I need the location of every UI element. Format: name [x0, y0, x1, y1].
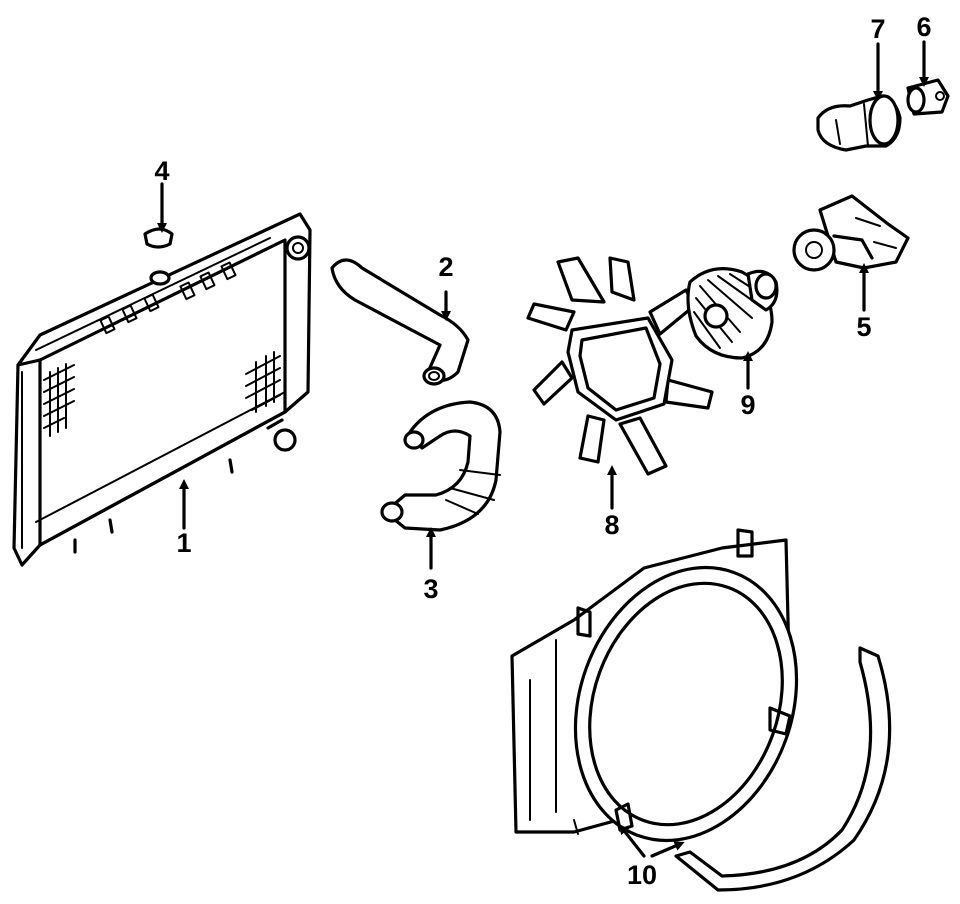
leader-lines: [157, 40, 929, 858]
water-pump: [792, 194, 910, 272]
radiator: [12, 212, 312, 567]
callout-9: 9: [740, 390, 755, 420]
callout-10: 10: [627, 860, 657, 890]
fan-clutch: [686, 267, 779, 360]
callout-4: 4: [154, 156, 169, 186]
upper-hose: [330, 258, 470, 386]
thermostat: [906, 78, 950, 116]
callout-3: 3: [423, 574, 438, 604]
fan-shroud: [510, 528, 892, 892]
callout-labels: 1 2 3 4 5 6 7 8 9 10: [154, 12, 931, 890]
callout-5: 5: [856, 312, 871, 342]
callout-6: 6: [916, 12, 931, 42]
thermostat-housing: [816, 94, 902, 152]
callout-2: 2: [438, 252, 453, 282]
callout-7: 7: [870, 14, 885, 44]
lower-hose: [380, 400, 502, 532]
radiator-cap: [143, 227, 174, 249]
callout-1: 1: [176, 528, 191, 558]
callout-8: 8: [604, 510, 619, 540]
fan-blade: [526, 256, 714, 476]
